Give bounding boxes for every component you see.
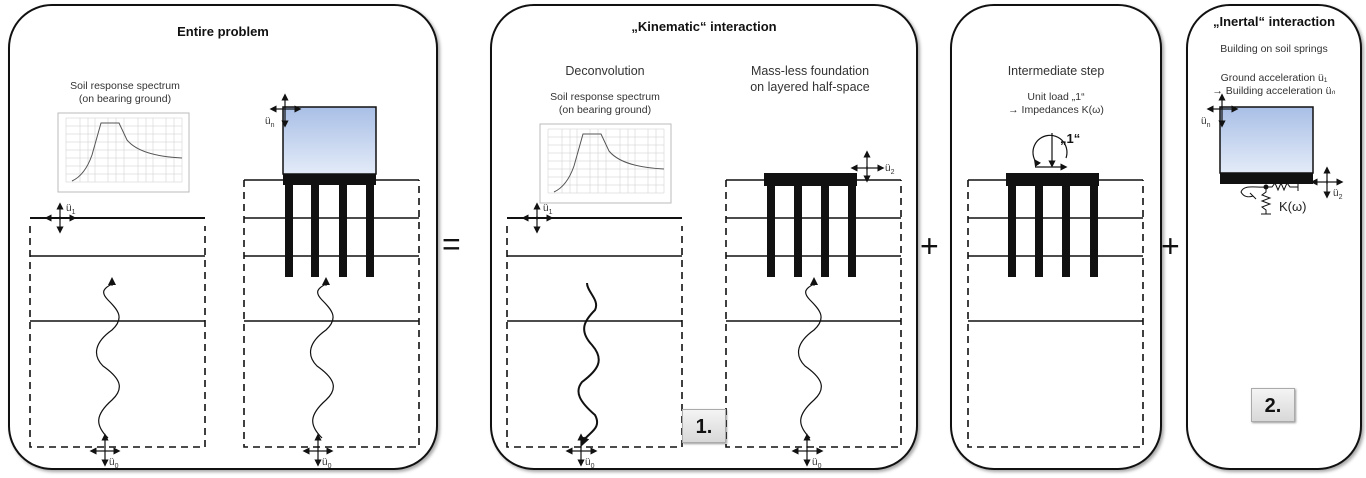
- panel-title-entire-problem: Entire problem: [177, 24, 269, 39]
- soil-column-massless-foundation: [725, 179, 902, 448]
- label-u2-inertial: ü2: [1333, 188, 1343, 201]
- step-badge-1: 1.: [682, 409, 726, 443]
- inertial-caption-line1: Ground acceleration ü₁: [1220, 72, 1328, 84]
- acceleration-arrows-un-inertial: [1206, 93, 1239, 128]
- plus-operator-2: +: [1161, 228, 1180, 264]
- spectrum-caption-line2-kinematic: (on bearing ground): [558, 104, 652, 116]
- acceleration-arrows-u0-foundation: [791, 433, 824, 467]
- soil-springs: [1240, 181, 1299, 215]
- acceleration-arrows-u1-kinematic: [521, 202, 554, 234]
- equals-operator: =: [442, 226, 461, 262]
- deconvolution-heading: Deconvolution: [565, 64, 645, 78]
- spectrum-caption-line2: (on bearing ground): [78, 93, 172, 105]
- spectrum-chart-thumbnail-2: [539, 123, 672, 204]
- plus-operator-1: +: [920, 228, 939, 264]
- label-u2: ü2: [885, 163, 895, 176]
- acceleration-arrows-u0-right: [302, 433, 334, 467]
- intermediate-step-heading: Intermediate step: [1007, 64, 1105, 78]
- label-u0: ü0: [109, 457, 119, 470]
- acceleration-arrows-u1: [44, 202, 77, 234]
- label-u0-deconvolution: ü0: [585, 457, 595, 470]
- massless-foundation: [764, 173, 857, 277]
- acceleration-arrows-u0: [89, 433, 121, 467]
- soil-column-free-field: [29, 217, 206, 448]
- unit-load-label: „1“: [1060, 131, 1080, 146]
- unit-load-arrows: [1032, 133, 1068, 171]
- unit-load-caption-line2: → Impedances K(ω): [1008, 104, 1104, 116]
- spectrum-caption-line1-kinematic: Soil response spectrum: [550, 91, 660, 103]
- massless-foundation-heading-line2: on layered half-space: [750, 80, 870, 94]
- unit-load-caption-line1: Unit load „1“: [1027, 91, 1085, 103]
- label-u0-foundation: ü0: [812, 457, 822, 470]
- acceleration-arrows-u0-deconvolution: [565, 433, 598, 467]
- building-on-springs: [1219, 106, 1314, 184]
- label-u0-right: ü0: [322, 457, 332, 470]
- panel-title-kinematic: „Kinematic“ interaction: [631, 19, 777, 34]
- building: [282, 106, 377, 277]
- panel-intermediate-step: [950, 4, 1162, 470]
- acceleration-arrows-u2-inertial: [1310, 166, 1344, 199]
- acceleration-arrows-un: [269, 93, 302, 128]
- spectrum-chart-thumbnail-1: [57, 112, 190, 193]
- acceleration-arrows-u2: [850, 150, 885, 183]
- label-u1: ü1: [66, 203, 76, 216]
- soil-column-with-building: [243, 179, 420, 448]
- massless-foundation-heading-line1: Mass-less foundation: [750, 64, 870, 78]
- soil-column-deconvolution: [506, 217, 683, 448]
- label-un: ün: [265, 116, 275, 129]
- impedance-label: K(ω): [1279, 199, 1306, 214]
- label-un-inertial: ün: [1201, 116, 1211, 129]
- inertial-caption-line2: → Building acceleration üₙ: [1212, 85, 1336, 97]
- massless-foundation-intermediate: [1006, 173, 1099, 277]
- soil-column-intermediate: [967, 179, 1144, 448]
- panel-title-inertial: „Inertal“ interaction: [1212, 14, 1336, 29]
- step-badge-2: 2.: [1251, 388, 1295, 422]
- spectrum-caption-line1: Soil response spectrum: [70, 80, 180, 92]
- panel-kinematic-interaction: [490, 4, 918, 470]
- building-on-springs-heading: Building on soil springs: [1220, 43, 1328, 55]
- label-u1-kinematic: ü1: [543, 203, 553, 216]
